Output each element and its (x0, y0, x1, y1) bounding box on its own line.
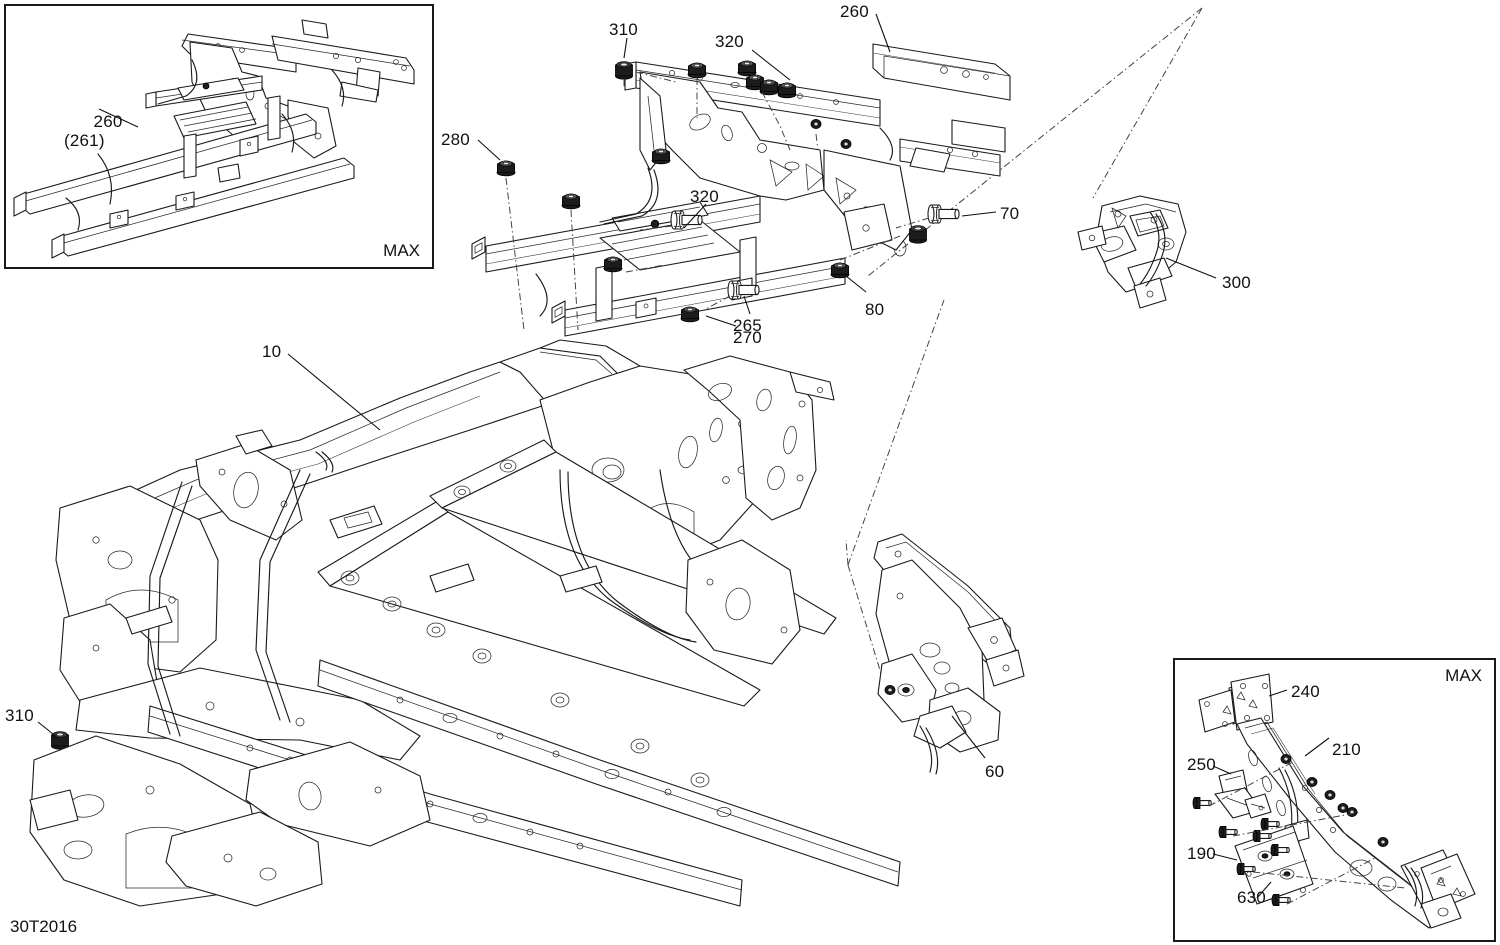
callout-630: 630 (1237, 888, 1266, 907)
callout-leader-lines (37, 13, 1217, 759)
callout-240: 240 (1291, 682, 1320, 701)
callout-280: 280 (441, 130, 470, 149)
callout-60: 60 (985, 762, 1005, 781)
callout-260-261-text: 260 (261) (64, 112, 123, 150)
callout-320-top: 320 (715, 32, 744, 51)
bracket-300 (1077, 195, 1187, 309)
fastener-centerlines-upper (505, 71, 930, 331)
callout-70: 70 (1000, 204, 1020, 223)
nut-280 (496, 160, 516, 177)
callout-10: 10 (262, 342, 282, 361)
drawing-number: 30T2016 (10, 917, 78, 936)
bolt-70 (927, 204, 960, 224)
callout-190: 190 (1187, 844, 1216, 863)
callout-310-left: 310 (5, 706, 34, 725)
inset-top-left: 260 (261) MAX (4, 4, 434, 269)
main-chassis-10 (29, 339, 901, 907)
explode-centerlines (845, 7, 1203, 691)
callout-260-top: 260 (840, 2, 869, 21)
inset-bottom-right-artwork (1192, 673, 1476, 929)
callout-210: 210 (1332, 740, 1361, 759)
callout-265: 265 (733, 316, 762, 335)
bracket-60 (873, 533, 1025, 775)
bushing-310-top (615, 61, 633, 80)
callout-310-top: 310 (609, 20, 638, 39)
inset-top-left-artwork (13, 19, 415, 259)
inset-bottom-right-max-label: MAX (1445, 666, 1482, 685)
callout-270: 270 (733, 328, 762, 347)
inset-bottom-right: 240 210 250 190 630 MAX (1173, 658, 1496, 942)
callout-80: 80 (865, 300, 885, 319)
callout-260-261: 260 (261) (64, 93, 123, 169)
inset-top-left-max-label: MAX (383, 241, 420, 260)
callout-320-mid: 320 (690, 187, 719, 206)
callout-250: 250 (1187, 755, 1216, 774)
callout-300: 300 (1222, 273, 1251, 292)
